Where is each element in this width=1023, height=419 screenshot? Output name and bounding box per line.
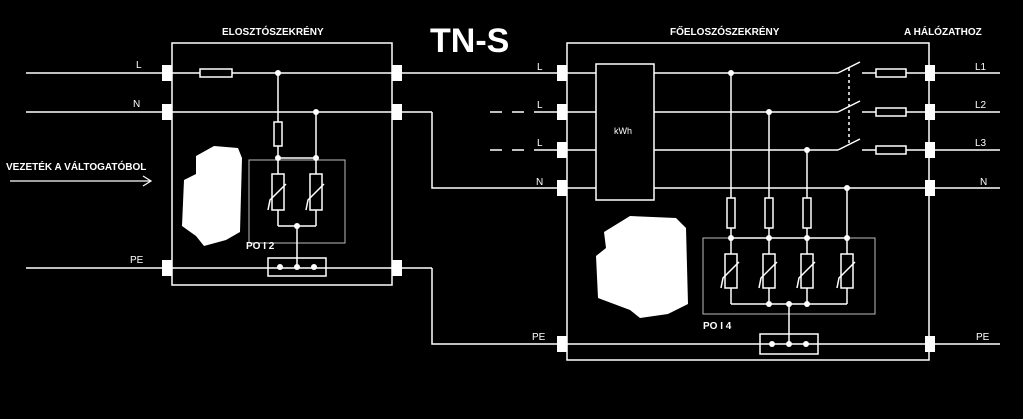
right-wiring: [490, 61, 1000, 355]
left-panel-header: ELOSZTÓSZEKRÉNY: [222, 25, 324, 38]
kwh-meter-label: kWh: [614, 126, 632, 136]
left-l-label: L: [136, 60, 142, 71]
right-box-frame: [566, 42, 930, 361]
left-terminals: [162, 65, 402, 276]
right-out-pe-label: PE: [976, 332, 990, 343]
right-in-l1-label: L: [537, 62, 543, 73]
incoming-arrow: [10, 175, 153, 187]
left-spd-fuse: [273, 121, 283, 147]
right-out-l3-label: L3: [975, 138, 987, 149]
left-wiring: [26, 68, 566, 345]
kwh-meter: [595, 63, 655, 201]
right-out-n-label: N: [980, 177, 987, 188]
right-junctions: [728, 70, 850, 347]
right-out-l2-label: L2: [975, 100, 987, 111]
diagram-title: TN-S: [430, 22, 509, 60]
right-terminals: [557, 65, 935, 352]
spd-fuse-1: [726, 197, 736, 229]
left-spd-label: PO I 2: [246, 241, 275, 252]
left-fuse: [199, 68, 233, 78]
right-spd-label: PO I 4: [703, 321, 732, 332]
network-header: A HÁLÓZATHOZ: [904, 25, 982, 38]
right-in-n-label: N: [536, 177, 543, 188]
left-pe-label: PE: [130, 255, 144, 266]
spd-fuse-3: [802, 197, 812, 229]
left-pe-terminal: [267, 257, 327, 277]
right-out-l1-label: L1: [975, 62, 987, 73]
spd-fuse-2: [764, 197, 774, 229]
left-spd-module-picture: [182, 146, 242, 246]
left-junctions: [275, 70, 319, 270]
right-pe-terminal: [759, 333, 819, 355]
out-fuse-l1: [875, 68, 907, 78]
right-panel-header: FŐELOSZÓSZEKRÉNY: [670, 25, 780, 38]
right-in-l3-label: L: [537, 138, 543, 149]
out-fuse-l3: [875, 145, 907, 155]
left-n-label: N: [133, 99, 140, 110]
right-main-box: [566, 42, 930, 361]
right-in-pe-label: PE: [532, 332, 546, 343]
right-in-l2-label: L: [537, 100, 543, 111]
left-box-frame: [171, 42, 393, 286]
out-fuse-l2: [875, 107, 907, 117]
incoming-label: VEZETÉK A VÁLTOGATÓBOL: [6, 160, 146, 173]
right-spd-module-picture: [596, 216, 688, 318]
